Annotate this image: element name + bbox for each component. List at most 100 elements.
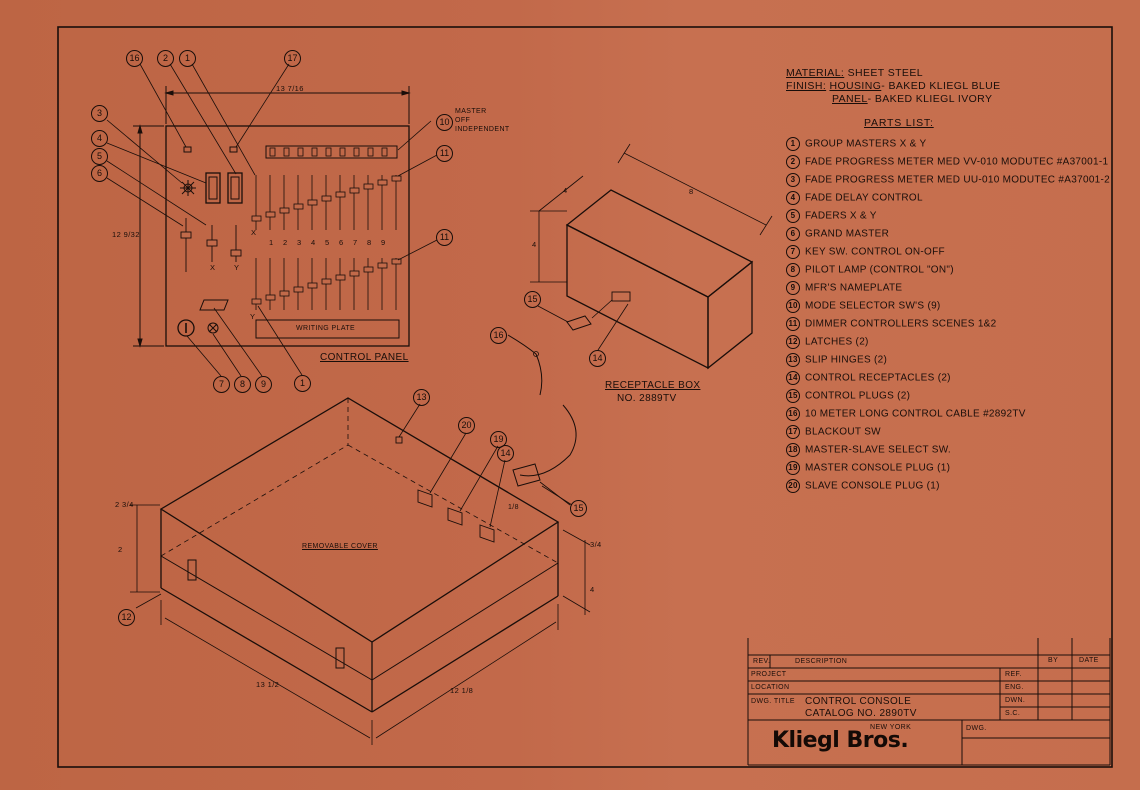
part-number: 12 <box>786 335 800 349</box>
material-line: MATERIAL: SHEET STEEL <box>786 67 923 79</box>
callout-13: 13 <box>413 389 430 406</box>
console-right-dimension: 3/4 <box>590 540 602 549</box>
callout-5: 5 <box>91 148 108 165</box>
callout-16-lower: 16 <box>490 327 507 344</box>
part-text: FADE DELAY CONTROL <box>805 192 923 204</box>
part-number: 10 <box>786 299 800 313</box>
fader-number: 5 <box>325 238 330 247</box>
part-text: PILOT LAMP (CONTROL "ON") <box>805 264 954 276</box>
part-number: 3 <box>786 173 800 187</box>
finish-panel-line: PANEL- BAKED KLIEGL IVORY <box>832 93 992 105</box>
fader-number: 3 <box>297 238 302 247</box>
part-text: MFR'S NAMEPLATE <box>805 282 903 294</box>
fader-number: 2 <box>283 238 288 247</box>
part-text: SLAVE CONSOLE PLUG (1) <box>805 480 940 492</box>
fader-number: 1 <box>269 238 274 247</box>
parts-list-item: 5 FADERS X & Y <box>786 209 877 225</box>
parts-list-item: 9 MFR'S NAMEPLATE <box>786 281 902 297</box>
title-block-rev: REV. <box>753 658 771 665</box>
parts-list-item: 3 FADE PROGRESS METER MED UU-010 MODUTEC … <box>786 173 1110 189</box>
finish-housing-line: FINISH: HOUSING- BAKED KLIEGL BLUE <box>786 80 1001 92</box>
part-number: 13 <box>786 353 800 367</box>
part-text: FADERS X & Y <box>805 210 877 222</box>
part-number: 4 <box>786 191 800 205</box>
part-text: GRAND MASTER <box>805 228 890 240</box>
master-off-independent-label: MASTER OFF INDEPENDENT <box>455 108 510 133</box>
title-block-dwg-title-label: DWG. TITLE <box>751 698 795 705</box>
part-number: 2 <box>786 155 800 169</box>
part-number: 5 <box>786 209 800 223</box>
console-width-dimension: 13 1/2 <box>256 680 280 689</box>
box-dimension-c: 8 <box>689 187 694 196</box>
title-block-dwg-title-2: CATALOG NO. 2890TV <box>805 708 917 719</box>
fader-number: 8 <box>367 238 372 247</box>
parts-list-item: 13 SLIP HINGES (2) <box>786 353 887 369</box>
part-text: KEY SW. CONTROL ON-OFF <box>805 246 945 258</box>
parts-list-item: 7 KEY SW. CONTROL ON-OFF <box>786 245 945 261</box>
part-text: GROUP MASTERS X & Y <box>805 138 927 150</box>
callout-8: 8 <box>234 376 251 393</box>
part-text: CONTROL RECEPTACLES (2) <box>805 372 951 384</box>
callout-14-lower: 14 <box>497 445 514 462</box>
callout-15-upper: 15 <box>524 291 541 308</box>
part-text: MODE SELECTOR SW'S (9) <box>805 300 941 312</box>
part-number: 14 <box>786 371 800 385</box>
parts-list-item: 15 CONTROL PLUGS (2) <box>786 389 910 405</box>
part-number: 17 <box>786 425 800 439</box>
part-number: 1 <box>786 137 800 151</box>
callout-20: 20 <box>458 417 475 434</box>
fader-number: 6 <box>339 238 344 247</box>
part-text: SLIP HINGES (2) <box>805 354 888 366</box>
parts-list-item: 4 FADE DELAY CONTROL <box>786 191 923 207</box>
callout-1: 1 <box>179 50 196 67</box>
finish-label: FINISH: <box>786 80 827 92</box>
fader-number: 4 <box>311 238 316 247</box>
callout-3: 3 <box>91 105 108 122</box>
control-panel-title: CONTROL PANEL <box>320 352 409 363</box>
writing-plate-label: WRITING PLATE <box>296 325 356 332</box>
console-housing-drawing <box>130 397 591 745</box>
material-value: SHEET STEEL <box>847 67 923 79</box>
panel-width-dimension: 13 7/16 <box>276 84 304 93</box>
title-block-description: DESCRIPTION <box>795 658 848 665</box>
control-panel-outline <box>165 125 410 347</box>
callout-1-lower: 1 <box>294 375 311 392</box>
housing-value: - BAKED KLIEGL BLUE <box>881 80 1001 92</box>
title-block-dwg-title-1: CONTROL CONSOLE <box>805 696 912 707</box>
fader-y-label: Y <box>250 312 256 321</box>
callout-2: 2 <box>157 50 174 67</box>
panel-value: - BAKED KLIEGL IVORY <box>867 93 993 105</box>
fader-number: 9 <box>381 238 386 247</box>
part-text: BLACKOUT SW <box>805 426 881 438</box>
part-number: 7 <box>786 245 800 259</box>
removable-cover-label: REMOVABLE COVER <box>302 543 378 550</box>
part-number: 15 <box>786 389 800 403</box>
housing-label: HOUSING <box>829 80 882 92</box>
parts-list-item: 14 CONTROL RECEPTACLES (2) <box>786 371 951 387</box>
title-block-date: DATE <box>1079 657 1099 664</box>
control-panel-drawing <box>106 63 438 377</box>
part-text: FADE PROGRESS METER MED UU-010 MODUTEC #… <box>805 174 1111 186</box>
part-number: 20 <box>786 479 800 493</box>
fader-x-label: X <box>251 228 257 237</box>
title-block-by: BY <box>1048 657 1059 664</box>
callout-10: 10 <box>436 114 453 131</box>
callout-16: 16 <box>126 50 143 67</box>
part-text: CONTROL PLUGS (2) <box>805 390 911 402</box>
callout-7: 7 <box>213 376 230 393</box>
box-dimension-b: 4 <box>532 240 537 249</box>
title-block-eng: ENG. <box>1005 684 1024 691</box>
part-text: MASTER-SLAVE SELECT SW. <box>805 444 952 456</box>
parts-list-item: 10 MODE SELECTOR SW'S (9) <box>786 299 941 315</box>
part-number: 11 <box>786 317 800 331</box>
receptacle-box-drawing <box>507 143 773 506</box>
part-text: LATCHES (2) <box>805 336 869 348</box>
callout-4: 4 <box>91 130 108 147</box>
part-number: 9 <box>786 281 800 295</box>
parts-list-item: 1 GROUP MASTERS X & Y <box>786 137 926 153</box>
